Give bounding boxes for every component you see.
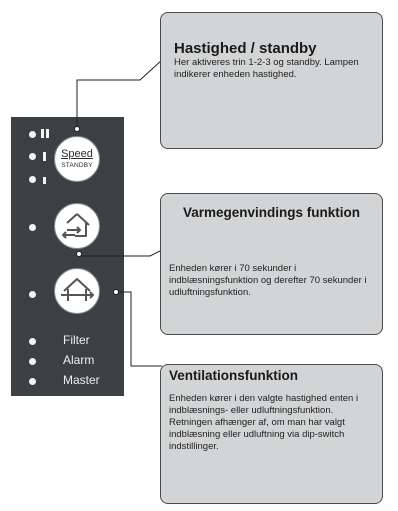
- ventilation-button[interactable]: [54, 268, 100, 314]
- heat-recovery-callout-body: Enheden kører i 70 sekunder i indblæsnin…: [169, 263, 367, 298]
- ventilation-connector-end: [113, 289, 119, 295]
- ventilation-house-icon: [61, 278, 94, 301]
- speed-callout: Hastighed / standby Her aktiveres trin 1…: [160, 12, 383, 149]
- heat-recovery-connector-end: [76, 251, 82, 257]
- speed-label: Speed: [61, 148, 93, 160]
- standby-label: STANDBY: [61, 162, 93, 169]
- speed-standby-button[interactable]: Speed STANDBY: [54, 136, 100, 182]
- heat-recovery-house-icon: [62, 213, 90, 239]
- heat-recovery-callout: Varmegenvindings funktion Enheden kører …: [160, 193, 383, 335]
- speed-callout-body: Her aktiveres trin 1-2-3 og standby. Lam…: [174, 57, 359, 80]
- heat-recovery-led: [29, 224, 36, 231]
- speed-level-2-led: [29, 153, 36, 160]
- master-label: Master: [63, 373, 100, 387]
- speed-level-1-bar: [43, 177, 46, 184]
- ventilation-led: [29, 291, 36, 298]
- filter-led: [29, 338, 36, 345]
- ventilation-callout-body: Enheden kører i den valgte hastighed ent…: [169, 393, 359, 452]
- filter-label: Filter: [63, 333, 90, 347]
- speed-level-3-bar-2: [46, 129, 49, 138]
- speed-connector: [76, 59, 163, 127]
- speed-connector-end: [74, 126, 80, 132]
- heat-recovery-button[interactable]: [54, 203, 100, 249]
- master-led: [29, 378, 36, 385]
- ventilation-callout-title: Ventilationsfunktion: [169, 368, 299, 383]
- speed-callout-title: Hastighed / standby: [174, 40, 317, 57]
- speed-level-3-bars: [41, 129, 44, 138]
- ventilation-callout: Ventilationsfunktion Enheden kører i den…: [160, 364, 383, 504]
- heat-recovery-connector: [80, 249, 163, 257]
- alarm-label: Alarm: [63, 353, 95, 367]
- ventilation-connector: [118, 291, 162, 367]
- speed-level-1-led: [29, 176, 36, 183]
- alarm-led: [29, 358, 36, 365]
- speed-level-3-led: [29, 131, 36, 138]
- speed-level-2-bars: [43, 152, 46, 161]
- heat-recovery-callout-title: Varmegenvindings funktion: [182, 205, 361, 220]
